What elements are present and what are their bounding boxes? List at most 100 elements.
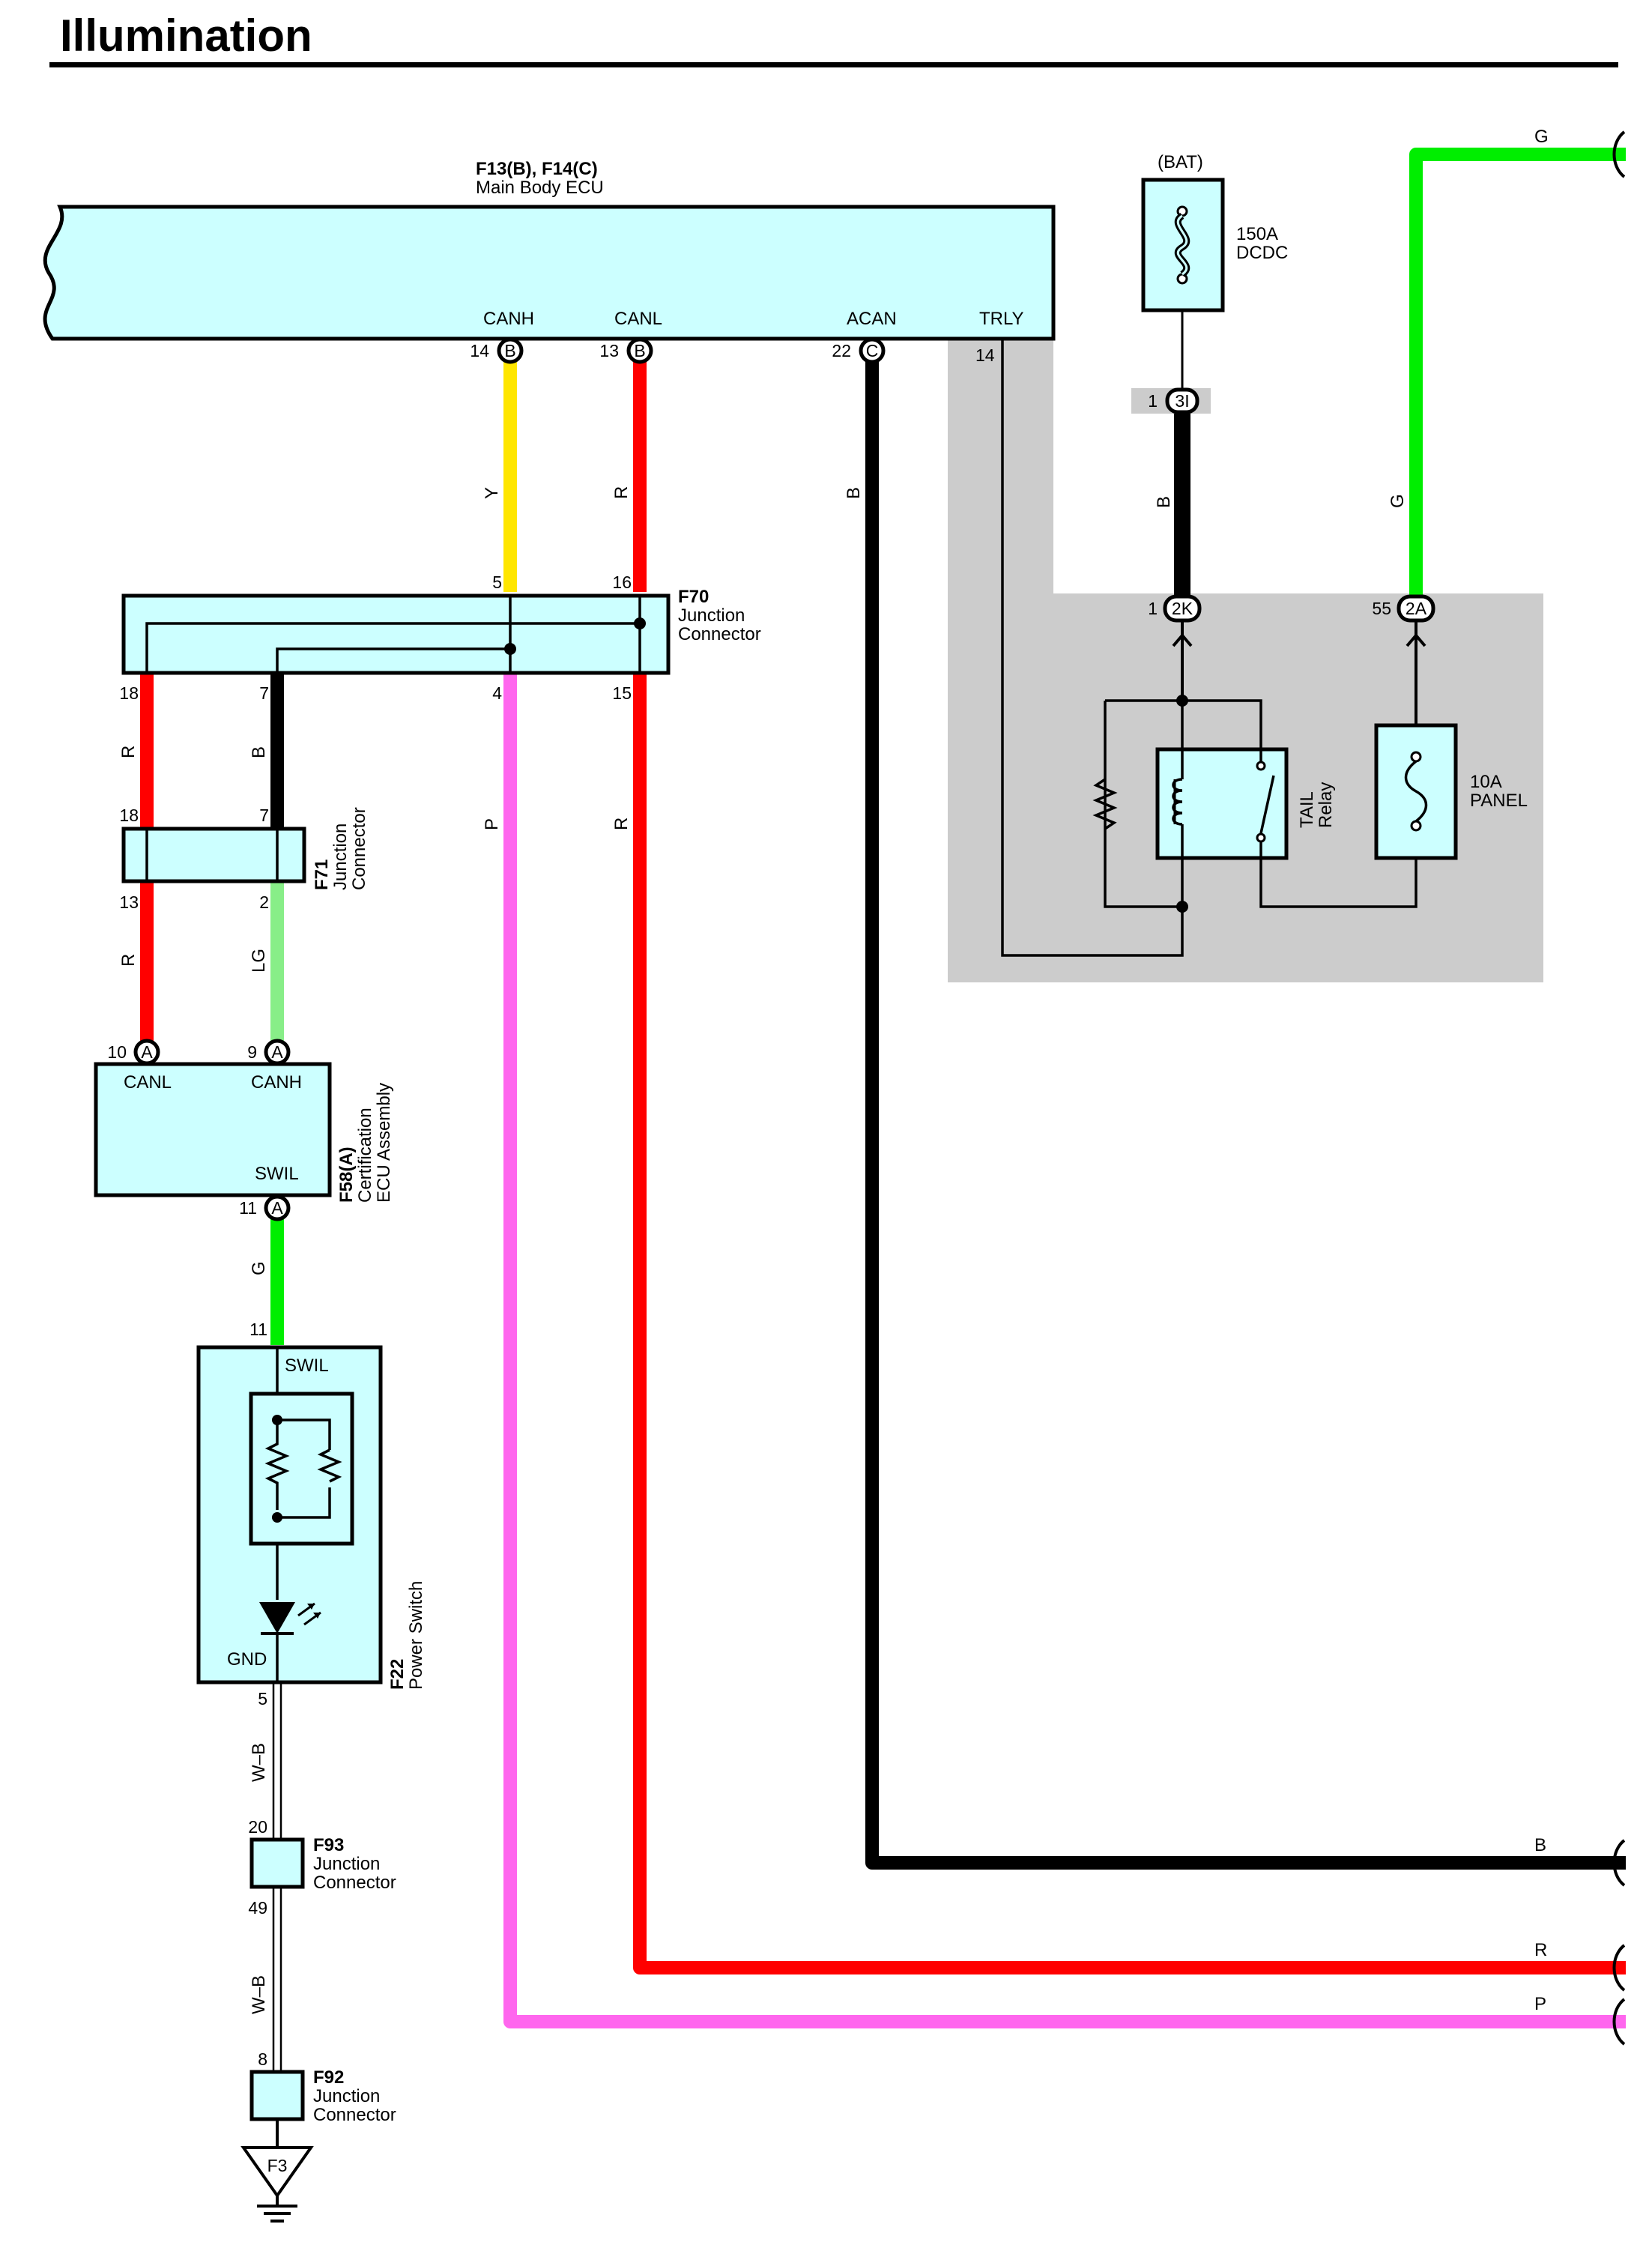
f22-terminal-swil: SWIL [285,1356,329,1376]
svg-text:15: 15 [612,683,632,703]
f71-line2: Connector [349,807,369,890]
svg-text:B: B [1534,1835,1546,1855]
page-title: Illumination [60,10,312,61]
svg-text:R: R [611,486,632,499]
break-marks [1612,130,1626,2046]
svg-text:4: 4 [492,683,502,703]
svg-text:55: 55 [1372,599,1391,618]
svg-text:W–B: W–B [249,1975,269,2014]
f58-terminal-swil: SWIL [255,1164,299,1184]
svg-text:18: 18 [119,806,139,825]
f93-box [249,1837,305,1889]
svg-text:7: 7 [259,806,269,825]
f22-code: F22 [387,1659,408,1690]
svg-text:13: 13 [599,341,619,360]
f22-pin-swil: 11 [249,1320,267,1339]
f22-pin-gnd: 5 [258,1689,267,1708]
svg-text:C: C [866,341,879,360]
main-ecu-code: F13(B), F14(C) [476,159,598,179]
f70-line1: Junction [678,605,745,626]
svg-text:R: R [118,954,139,967]
wires [140,148,1626,2148]
fuse-dcdc-name: DCDC [1236,243,1288,263]
f58-terminal-canl: CANL [124,1072,172,1093]
svg-text:R: R [611,818,632,830]
connector-2k: 2K 1 [1148,594,1202,701]
f92-code: F92 [313,2067,344,2088]
f71-pins: 18 7 13 2 [119,806,269,912]
svg-text:G: G [1388,494,1408,508]
ground-icon: F3 [240,2146,314,2223]
svg-text:A: A [141,1042,153,1062]
f22-name: Power Switch [406,1581,426,1690]
terminal-canl: CANL [614,309,662,329]
svg-text:9: 9 [247,1042,257,1062]
fuse-dcdc-symbol [1174,205,1190,390]
relay-block-shade [948,339,1543,982]
svg-text:2K: 2K [1172,599,1193,618]
svg-text:14: 14 [975,345,995,365]
main-body-ecu-box [43,205,1056,341]
connector-3i: 3I 1 [1148,387,1199,414]
f92-line1: Junction [313,2086,380,2106]
terminal-trly: TRLY [979,309,1024,329]
wire-wb [272,1682,282,2072]
f93-pin-top: 20 [248,1817,267,1837]
svg-text:B: B [1154,496,1174,508]
fuse-panel: 10A PANEL [1374,723,1528,860]
f58-box [94,1062,332,1197]
terminal-canh: CANH [483,309,534,329]
svg-text:1: 1 [1148,599,1158,618]
f70-box [121,593,671,675]
f71-code: F71 [312,859,332,890]
f70-line2: Connector [678,624,761,644]
svg-text:P: P [1534,1994,1546,2014]
svg-text:R: R [118,746,139,758]
svg-text:P: P [482,818,502,830]
f58-line2: ECU Assembly [374,1083,394,1203]
f93-code: F93 [313,1835,344,1855]
svg-text:18: 18 [119,683,139,703]
f58-terminal-canh: CANH [251,1072,302,1093]
svg-text:2A: 2A [1406,599,1427,618]
wire-r-right [633,672,1626,1974]
svg-text:LG: LG [249,949,269,973]
svg-text:11: 11 [239,1198,257,1218]
trly-circuit [1001,339,1184,957]
svg-text:F3: F3 [267,2156,288,2175]
svg-text:7: 7 [259,683,269,703]
main-ecu-pins: B 14 B 13 C 22 14 [470,337,995,365]
led-icon [259,1602,295,1634]
svg-text:A: A [271,1198,283,1218]
terminal-acan: ACAN [847,309,897,329]
svg-text:22: 22 [832,341,851,360]
f92-box [249,2070,305,2121]
main-ecu-name: Main Body ECU [476,178,604,198]
f22-terminal-gnd: GND [227,1649,267,1670]
svg-text:13: 13 [119,892,139,912]
svg-text:W–B: W–B [249,1743,269,1782]
svg-text:5: 5 [492,572,502,592]
f70-code: F70 [678,587,709,607]
tail-relay: TAIL Relay [1092,695,1417,913]
f93-pin-bot: 49 [248,1898,267,1918]
svg-text:TAIL: TAIL [1297,791,1317,828]
f92-pin-top: 8 [258,2049,267,2069]
svg-text:B: B [844,487,864,499]
fuse-source: (BAT) [1158,152,1203,172]
f58-code: F58(A) [336,1146,357,1203]
fuse-dcdc-rating: 150A [1236,224,1278,244]
svg-text:PANEL: PANEL [1470,791,1528,811]
svg-text:G: G [1534,127,1549,147]
f93-line2: Connector [313,1873,396,1893]
resistor-symbol [1092,778,1118,830]
svg-text:R: R [1534,1940,1547,1960]
wire-b-acan [865,361,1626,1870]
svg-text:3I: 3I [1175,391,1189,411]
svg-text:B: B [249,746,269,758]
f92-line2: Connector [313,2105,396,2125]
svg-text:G: G [249,1261,269,1275]
svg-text:A: A [271,1042,283,1062]
f58-pins: A 10 A 9 A 11 [107,1039,291,1221]
svg-text:2: 2 [259,892,269,912]
